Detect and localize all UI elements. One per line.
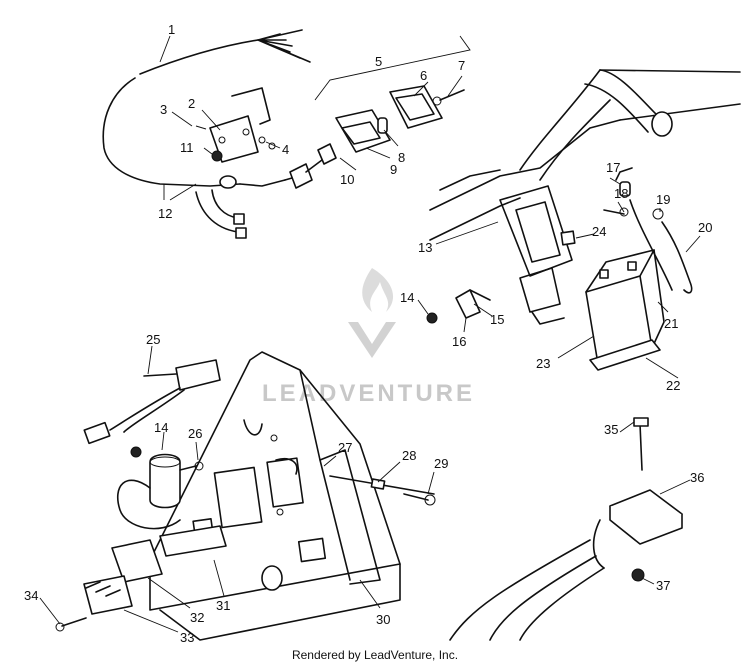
callout-18: 18: [614, 186, 628, 201]
callout-15: 15: [490, 312, 504, 327]
callout-2: 2: [188, 96, 195, 111]
callout-34: 34: [24, 588, 38, 603]
tail-light-assembly: [284, 85, 465, 189]
callout-19: 19: [656, 192, 670, 207]
callout-33: 33: [180, 630, 194, 645]
frame-battery-assembly: [426, 69, 741, 371]
callout-30: 30: [376, 612, 390, 627]
callout-22: 22: [666, 378, 680, 393]
callout-7: 7: [458, 58, 465, 73]
callout-25: 25: [146, 332, 160, 347]
callout-6: 6: [420, 68, 427, 83]
leader-lines: [39, 35, 701, 633]
callout-1: 1: [168, 22, 175, 37]
callout-29: 29: [434, 456, 448, 471]
callout-10: 10: [340, 172, 354, 187]
nut-11: [211, 150, 223, 162]
callout-11: 11: [180, 140, 194, 155]
callout-3: 3: [160, 102, 167, 117]
callout-4: 4: [282, 142, 289, 157]
callout-20: 20: [698, 220, 712, 235]
callout-14-frame: 14: [400, 290, 414, 305]
callout-35: 35: [604, 422, 618, 437]
callout-16: 16: [452, 334, 466, 349]
callout-28: 28: [402, 448, 416, 463]
callout-21: 21: [664, 316, 678, 331]
callout-24: 24: [592, 224, 606, 239]
callout-37: 37: [656, 578, 670, 593]
callout-31: 31: [216, 598, 230, 613]
wiring-harness: [102, 29, 311, 239]
callout-26: 26: [188, 426, 202, 441]
callout-9: 9: [390, 162, 397, 177]
callout-14-panel: 14: [154, 420, 168, 435]
callout-27: 27: [338, 440, 352, 455]
watermark-text: LEADVENTURE: [262, 380, 475, 407]
callout-5: 5: [375, 54, 382, 69]
callout-32: 32: [190, 610, 204, 625]
callout-labels: 1 2 3 4 5 6 7 8 9 10 11 12 13 14 15 16 1…: [24, 22, 712, 645]
license-bracket: [195, 87, 276, 163]
nut-14: [426, 312, 438, 324]
footer-credit: Rendered by LeadVenture, Inc.: [291, 648, 459, 662]
callout-13: 13: [418, 240, 432, 255]
callout-12: 12: [158, 206, 172, 221]
callout-8: 8: [398, 150, 405, 165]
callout-17: 17: [606, 160, 620, 175]
callout-23: 23: [536, 356, 550, 371]
callout-36: 36: [690, 470, 704, 485]
electrical-panel-assembly: [55, 351, 436, 641]
connector-detail: [449, 417, 683, 641]
watermark-logo: [348, 268, 396, 358]
